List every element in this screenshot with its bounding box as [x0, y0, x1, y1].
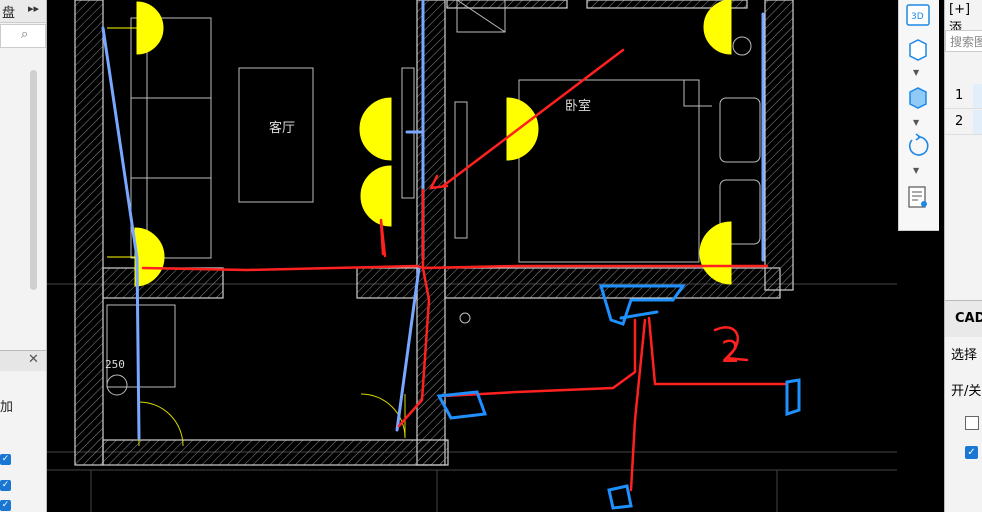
- left-checkbox-2[interactable]: ✓: [0, 480, 11, 491]
- right-panel: [+] 添 搜索图 1 2 CAD 选择 开/关 ✓: [944, 0, 982, 512]
- canvas-edge: [939, 230, 944, 512]
- left-panel: 盘 ▸▸ ⌕ ✕ 加 ✓ ✓ ✓: [0, 0, 47, 512]
- blue-markers: [436, 284, 801, 510]
- right-search-input[interactable]: 搜索图: [945, 30, 982, 52]
- cube-outline-icon[interactable]: [904, 36, 932, 62]
- room-label-living: 客厅: [269, 120, 295, 136]
- right-toolbar: 3D ▼ ▼ ▼: [898, 0, 939, 231]
- left-checkbox-1[interactable]: ✓: [0, 454, 11, 465]
- chevron-down-icon[interactable]: ▼: [913, 68, 920, 77]
- table-row[interactable]: 1: [945, 84, 982, 109]
- chevron-down-icon[interactable]: ▼: [913, 166, 920, 175]
- list-view-icon[interactable]: [904, 184, 932, 210]
- svg-text:3D: 3D: [911, 12, 924, 22]
- left-subpanel-header: ✕: [0, 350, 46, 371]
- left-panel-title: 盘: [2, 6, 16, 21]
- lamp-symbols: [107, 0, 732, 287]
- expand-icon[interactable]: ▸▸: [28, 2, 40, 15]
- close-icon[interactable]: ✕: [28, 352, 39, 367]
- left-panel-header: 盘 ▸▸: [0, 0, 46, 23]
- cube-filled-icon[interactable]: [904, 84, 932, 110]
- rotate-icon[interactable]: [904, 132, 932, 158]
- cad-canvas[interactable]: 客厅 卧室 250: [47, 0, 897, 512]
- toggle-label: 开/关: [951, 384, 982, 399]
- doors: [138, 393, 406, 447]
- left-scrollbar[interactable]: [30, 70, 37, 290]
- room-label-bedroom: 卧室: [565, 98, 591, 114]
- dimension-label: 250: [105, 358, 125, 371]
- left-search-input[interactable]: ⌕: [0, 24, 46, 48]
- select-label: 选择: [951, 348, 978, 363]
- row-cell[interactable]: [973, 84, 982, 108]
- walls: [74, 0, 794, 466]
- left-subpanel-label: 加: [0, 400, 14, 415]
- layer-checkbox-1[interactable]: [965, 416, 979, 430]
- left-checkbox-3[interactable]: ✓: [0, 500, 11, 511]
- row-number: 2: [955, 114, 964, 129]
- cad-section-title: CAD: [955, 311, 982, 326]
- layer-checkbox-2[interactable]: ✓: [965, 446, 978, 459]
- table-row[interactable]: 2: [945, 110, 982, 135]
- chevron-down-icon[interactable]: ▼: [913, 118, 920, 127]
- red-wiring: [141, 48, 789, 492]
- search-icon[interactable]: ⌕: [21, 27, 29, 42]
- row-number: 1: [955, 88, 964, 103]
- cad-section-header: CAD: [945, 300, 982, 337]
- annotation-mark-2: 2: [721, 335, 740, 370]
- view-3d-icon[interactable]: 3D: [904, 2, 932, 28]
- row-cell[interactable]: [973, 110, 982, 134]
